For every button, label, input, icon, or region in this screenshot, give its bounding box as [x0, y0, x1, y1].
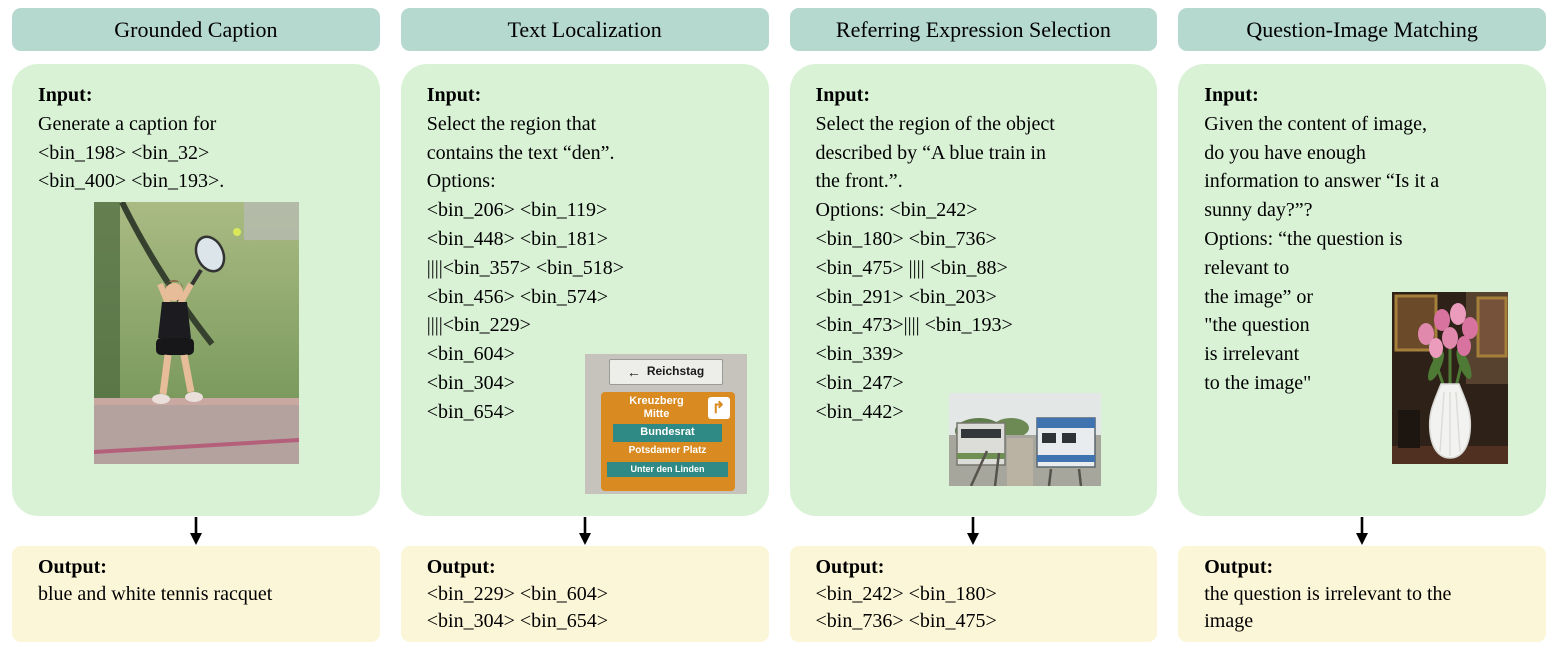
input-label: Input:: [426, 84, 482, 106]
output-label: Output:: [1204, 556, 1274, 578]
output-text: the question is irrelevant to the image: [1204, 583, 1452, 632]
input-box: Input: Select the region that contains t…: [400, 64, 769, 516]
input-text: Select the region that contains the text…: [426, 112, 624, 423]
bundesrat-sign-text: Bundesrat: [612, 424, 723, 443]
down-arrow-icon: [578, 517, 591, 545]
column-title-text: Text Localization: [507, 16, 662, 42]
output-text: <bin_229> <bin_604> <bin_304> <bin_654>: [426, 583, 608, 632]
trains-photo: [949, 393, 1102, 486]
turn-right-glyph: ↱: [711, 399, 726, 417]
left-arrow-icon: ←: [626, 363, 641, 380]
column-title: Text Localization: [400, 8, 769, 51]
unter-den-linden-text: Unter den Linden: [607, 461, 728, 477]
turn-right-arrow-icon: ↱: [707, 397, 730, 420]
kreuzberg-text: Kreuzberg: [629, 395, 684, 407]
output-box: Output: blue and white tennis racquet: [12, 546, 380, 642]
column-title-text: Question-Image Matching: [1246, 16, 1478, 42]
column-title: Grounded Caption: [12, 8, 380, 51]
output-box: Output: the question is irrelevant to th…: [1178, 546, 1546, 642]
input-label: Input:: [38, 84, 93, 106]
task-column-question-image-matching: Question-Image Matching Input: Given the…: [1178, 8, 1546, 642]
kreuzberg-row: Kreuzberg Mitte ↱: [606, 395, 730, 421]
output-box: Output: <bin_229> <bin_604> <bin_304> <b…: [400, 546, 769, 642]
input-text: Select the region of the object describe…: [815, 112, 1055, 423]
arrow-row: [1178, 516, 1546, 546]
tulips-vase-photo: [1392, 292, 1508, 464]
tennis-player-photo: [94, 202, 299, 465]
arrow-row: [401, 516, 769, 546]
output-text: <bin_242> <bin_180> <bin_736> <bin_475>: [815, 583, 997, 632]
column-title-text: Grounded Caption: [114, 16, 278, 42]
input-text: Generate a caption for <bin_198> <bin_32…: [38, 112, 225, 193]
down-arrow-icon: [189, 517, 202, 545]
potsdamer-platz-text: Potsdamer Platz: [628, 445, 707, 457]
down-arrow-icon: [1356, 517, 1369, 545]
arrow-row: [790, 516, 1158, 546]
reichstag-sign-text: Reichstag: [646, 364, 705, 379]
output-label: Output:: [815, 556, 885, 578]
task-column-grounded-caption: Grounded Caption Input: Generate a capti…: [12, 8, 380, 642]
down-arrow-icon: [967, 517, 980, 545]
input-text: Given the content of image, do you have …: [1204, 112, 1440, 394]
kreuzberg-mitte-text: Kreuzberg Mitte: [606, 395, 708, 421]
column-title-text: Referring Expression Selection: [835, 16, 1111, 42]
direction-sign: Kreuzberg Mitte ↱ Bundesrat Potsdamer Pl…: [600, 392, 735, 491]
column-title: Referring Expression Selection: [789, 8, 1158, 51]
input-box: Input: Select the region of the object d…: [789, 64, 1158, 516]
output-label: Output:: [38, 556, 107, 578]
task-column-text-localization: Text Localization Input: Select the regi…: [400, 8, 769, 642]
reichstag-sign: ← Reichstag: [608, 359, 723, 385]
input-box: Input: Given the content of image, do yo…: [1178, 64, 1546, 516]
input-label: Input:: [815, 84, 870, 106]
task-column-referring-expression: Referring Expression Selection Input: Se…: [789, 8, 1158, 642]
street-signs-photo: ← Reichstag Kreuzberg Mitte ↱ Bundesrat: [584, 354, 747, 494]
output-text: blue and white tennis racquet: [38, 583, 273, 605]
input-label: Input:: [1204, 84, 1259, 106]
output-box: Output: <bin_242> <bin_180> <bin_736> <b…: [789, 546, 1158, 642]
column-title: Question-Image Matching: [1178, 8, 1546, 51]
input-box: Input: Generate a caption for <bin_198> …: [12, 64, 380, 516]
arrow-row: [12, 516, 380, 546]
mitte-text: Mitte: [643, 408, 670, 421]
output-label: Output:: [426, 556, 496, 578]
